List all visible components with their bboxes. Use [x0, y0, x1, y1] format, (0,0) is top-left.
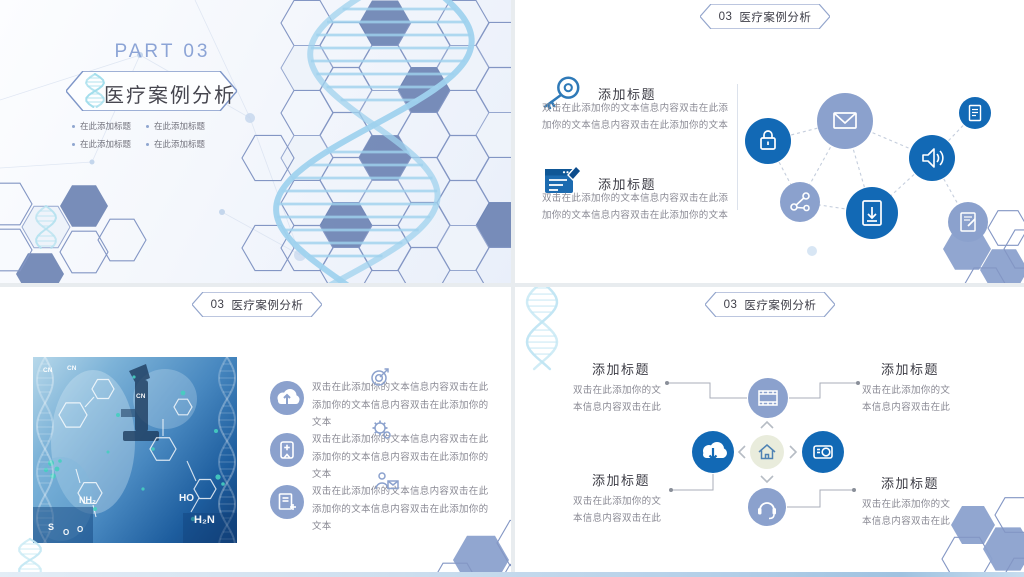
column-divider	[737, 84, 738, 210]
feature-body: 双击在此添加你的文本信息内容双击在此添加你的文本信息内容双击在此添加你的文本	[542, 193, 729, 221]
target-icon	[371, 368, 389, 386]
lab-photo: CN CN CN NH₂ S O O HO H₂N	[33, 357, 237, 543]
connector-dots	[665, 381, 860, 492]
feature-title: 添加标题	[598, 87, 657, 102]
list-item-body: 双击在此添加你的文本信息内容双击在此添加你的文本信息内容双击在此添加你的文本	[312, 434, 489, 480]
slide-thumbnail-case-list[interactable]: 03 医疗案例分析	[0, 287, 511, 572]
dna-helix-small-icon	[34, 205, 58, 249]
key-search-icon	[544, 76, 580, 110]
cover-bullet: 在此添加标题	[72, 138, 146, 150]
hexagon-cluster-left	[0, 182, 147, 283]
diagram-label-bottom-right: 添加标题双击在此添加你的文本信息内容双击在此	[862, 476, 951, 527]
lab-photo-overlay	[33, 357, 237, 543]
home-icon	[750, 435, 784, 469]
doc-plus-icon	[270, 485, 304, 519]
dna-helix-corner	[18, 537, 42, 572]
cover-title-badge: 医疗案例分析	[66, 71, 237, 111]
diagram-connectors	[668, 382, 857, 508]
feature-title: 添加标题	[598, 177, 657, 192]
file-edit-icon	[948, 202, 988, 242]
direction-chevrons	[737, 420, 798, 484]
chem-label: O	[77, 525, 84, 534]
photo-dna-right	[217, 357, 237, 543]
list-item-body: 双击在此添加你的文本信息内容双击在此添加你的文本信息内容双击在此添加你的文本	[312, 486, 489, 532]
feature-body: 双击在此添加你的文本信息内容双击在此添加你的文本信息内容双击在此添加你的文本	[542, 103, 729, 131]
icon-network-diagram	[745, 93, 1024, 283]
cloud-download-icon	[692, 431, 734, 473]
lock-icon	[745, 118, 791, 164]
section-number: 03	[210, 298, 225, 311]
chem-label: CN	[67, 365, 77, 372]
slide-thumbnail-diagram[interactable]: 03 医疗案例分析 添加标题双击在此添加你的文本信息内容双击在此 添加标题双击在此…	[515, 287, 1024, 572]
section-number: 03	[718, 10, 733, 23]
microscope-silhouette	[121, 364, 159, 441]
chem-label: CN	[136, 393, 146, 400]
dna-helix-large	[273, 0, 475, 283]
cover-bullet-list: 在此添加标题 在此添加标题 在此添加标题 在此添加标题	[72, 120, 220, 150]
next-row-slide-edge	[0, 572, 1024, 577]
badge-plus-icon	[270, 433, 304, 467]
section-header-badge: 03 医疗案例分析	[705, 292, 835, 317]
diagram-label-top-right: 添加标题双击在此添加你的文本信息内容双击在此	[862, 362, 951, 413]
beaker-shadow	[33, 507, 93, 543]
section-title: 医疗案例分析	[231, 299, 304, 312]
hub-diagram	[525, 287, 1024, 572]
chem-label: NH₂	[79, 495, 96, 505]
cover-bullet: 在此添加标题	[72, 120, 146, 132]
cover-decoration	[0, 0, 511, 283]
camera-icon	[802, 431, 844, 473]
diagram-label-top-left: 添加标题双击在此添加你的文本信息内容双击在此	[573, 362, 662, 413]
envelope-icon	[817, 93, 873, 149]
diagram-label-bottom-left: 添加标题双击在此添加你的文本信息内容双击在此	[573, 473, 662, 524]
dna-helix-corner	[525, 287, 559, 371]
chem-structures	[58, 378, 217, 504]
share-nodes-icon	[780, 182, 820, 222]
cloud-upload-icon	[270, 381, 304, 415]
person-mail-icon	[375, 472, 399, 490]
chem-label: H₂N	[194, 514, 215, 526]
hexagon-badge-shape	[66, 71, 237, 111]
cover-title: 医疗案例分析	[104, 85, 236, 107]
chem-label: O	[63, 528, 70, 537]
cover-bullet: 在此添加标题	[146, 138, 220, 150]
megaphone-icon	[909, 135, 955, 181]
slide-thumbnail-network[interactable]: 03 医疗案例分析 添加标题 双击在此添加你的文本信息内容双击在此添加你的文本信息…	[515, 0, 1024, 283]
file-lines-icon	[959, 97, 991, 129]
film-icon	[748, 378, 788, 418]
cover-kicker: PART 03	[114, 41, 211, 62]
chem-label: S	[48, 522, 55, 532]
cover-bullet: 在此添加标题	[146, 120, 220, 132]
section-title: 医疗案例分析	[739, 11, 812, 24]
molecule-dots	[43, 375, 225, 522]
doc-edit-icon	[545, 164, 582, 193]
section-header-badge: 03 医疗案例分析	[700, 4, 830, 29]
hexagon-cluster-corner	[941, 497, 1024, 572]
section-number: 03	[723, 298, 738, 311]
section-title: 医疗案例分析	[744, 299, 817, 312]
dna-helix-badge-icon	[84, 73, 106, 108]
gear-search-icon	[372, 420, 391, 439]
document-download-icon	[846, 187, 898, 239]
list-item-body: 双击在此添加你的文本信息内容双击在此添加你的文本信息内容双击在此添加你的文本	[312, 382, 489, 428]
chem-label: CN	[43, 367, 53, 374]
slide-thumbnail-cover[interactable]: PART 03 医疗案例分析 在此添加标题 在此添加标题 在此添加标题 在此添加…	[0, 0, 511, 283]
chem-label: HO	[179, 493, 194, 504]
headset-icon	[748, 488, 786, 526]
section-header-badge: 03 医疗案例分析	[192, 292, 322, 317]
chem-bonds	[75, 396, 200, 518]
beaker-shadow	[183, 513, 237, 543]
glow-dot	[807, 246, 817, 256]
photo-dna-left	[35, 357, 55, 543]
